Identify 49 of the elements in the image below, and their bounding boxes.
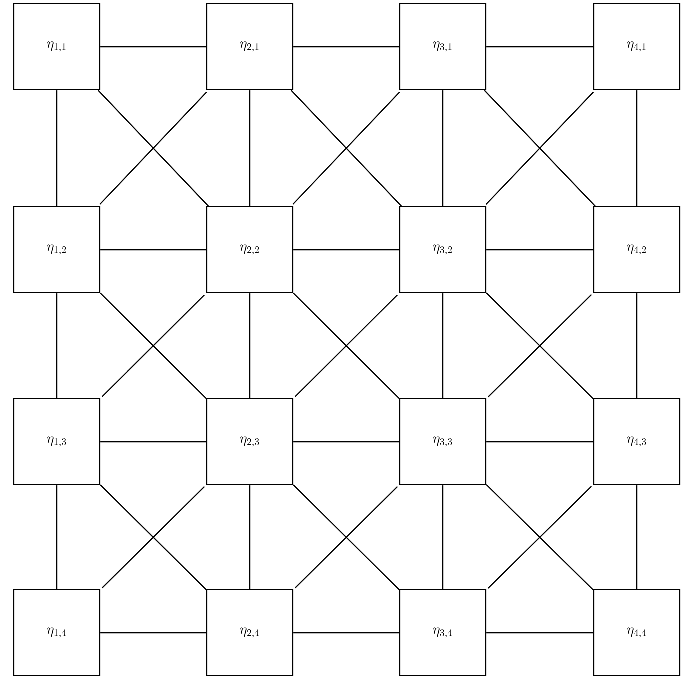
variable-box: $\eta_{1,2}$: [13, 206, 101, 294]
variable-box: $\eta_{4,2}$: [593, 206, 681, 294]
variable-box: $\eta_{2,1}$: [206, 3, 294, 91]
connector-line: [98, 90, 210, 208]
connector-line: [294, 46, 400, 48]
connector-line: [636, 486, 638, 590]
connector-line: [486, 46, 594, 48]
connector-line: [249, 90, 251, 206]
variable-box: $\eta_{1,4}$: [13, 589, 101, 677]
connector-line: [249, 294, 251, 398]
connector-line: [294, 249, 400, 251]
variable-box: $\eta_{4,4}$: [593, 589, 681, 677]
connector-line: [294, 441, 400, 443]
connector-line: [486, 249, 594, 251]
variable-box: $\eta_{2,2}$: [206, 206, 294, 294]
connector-line: [249, 486, 251, 590]
connector-line: [442, 294, 444, 398]
variable-box: $\eta_{3,3}$: [399, 398, 487, 486]
variable-box: $\eta_{4,1}$: [593, 3, 681, 91]
connector-line: [292, 484, 400, 591]
variable-box: $\eta_{1,3}$: [13, 398, 101, 486]
connector-line: [100, 249, 206, 251]
connector-line: [290, 90, 402, 208]
connector-line: [442, 90, 444, 206]
connector-line: [486, 632, 594, 634]
connector-line: [442, 486, 444, 590]
connector-line: [56, 486, 58, 590]
connector-line: [486, 292, 594, 400]
connector-line: [486, 441, 594, 443]
connector-line: [100, 484, 208, 591]
variable-box: $\eta_{1,1}$: [13, 3, 101, 91]
connector-line: [100, 441, 206, 443]
connector-line: [56, 294, 58, 398]
connector-line: [636, 294, 638, 398]
connector-line: [636, 90, 638, 206]
variable-box: $\eta_{2,4}$: [206, 589, 294, 677]
connector-line: [100, 46, 206, 48]
variable-box: $\eta_{3,4}$: [399, 589, 487, 677]
variable-box: $\eta_{3,2}$: [399, 206, 487, 294]
variable-box: $\eta_{3,1}$: [399, 3, 487, 91]
variable-box: $\eta_{2,3}$: [206, 398, 294, 486]
connector-line: [100, 632, 206, 634]
connector-line: [56, 90, 58, 206]
connector-line: [294, 632, 400, 634]
variable-box: $\eta_{4,3}$: [593, 398, 681, 486]
connector-line: [292, 292, 400, 400]
connector-line: [486, 484, 594, 591]
connector-line: [100, 292, 208, 400]
connector-line: [484, 90, 596, 208]
